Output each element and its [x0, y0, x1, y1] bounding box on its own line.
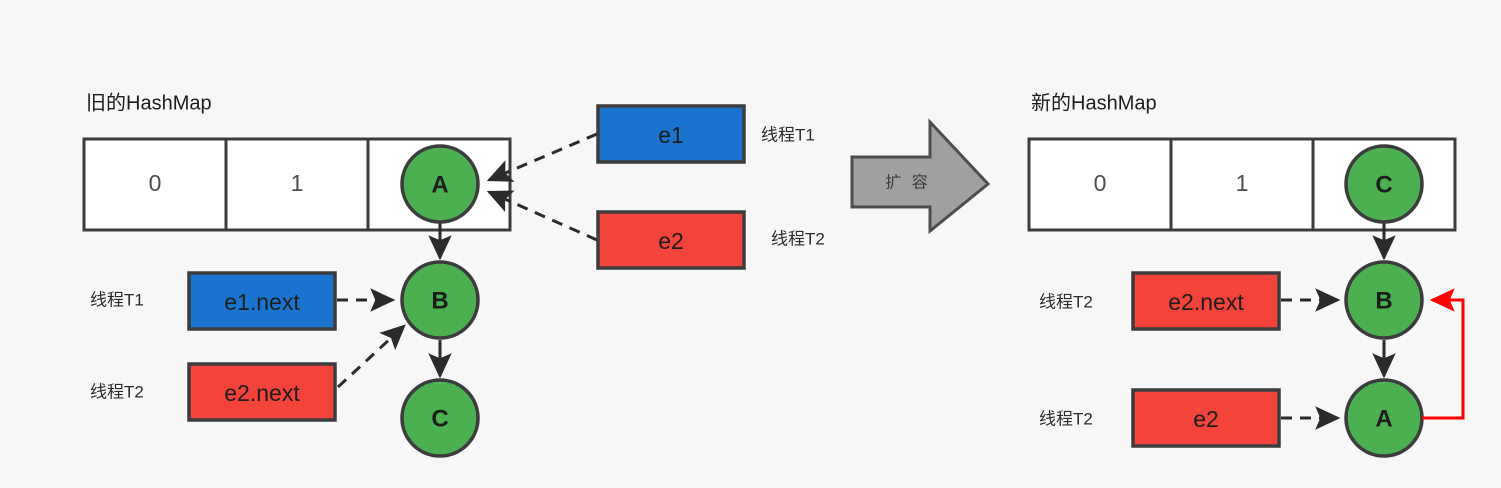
right-bucket-cell-0[interactable] [1027, 137, 1173, 232]
left-node-a-label: A [431, 172, 448, 199]
left-entry-e2[interactable]: e2 [596, 210, 746, 270]
left-node-c[interactable]: C [400, 378, 480, 458]
left-entry-e1-label: e1 [658, 122, 684, 148]
right-entry-e2next[interactable]: e2.next [1131, 271, 1281, 331]
right-entry-e2-label: e2 [1193, 406, 1219, 432]
left-entry-e1next-thread: 线程T1 [90, 291, 144, 310]
right-node-b[interactable]: B [1344, 260, 1424, 340]
left-entry-e1next-label: e1.next [224, 289, 300, 315]
right-node-c-label: C [1375, 172, 1392, 199]
left-entry-e2-thread: 线程T2 [771, 230, 825, 249]
left-node-a[interactable]: A [400, 144, 480, 224]
left-node-c-label: C [431, 406, 448, 433]
left-entry-e1-thread: 线程T1 [761, 126, 815, 145]
right-node-a[interactable]: A [1344, 378, 1424, 458]
right-bucket-cell-1[interactable] [1169, 137, 1315, 232]
right-node-b-label: B [1375, 288, 1392, 315]
right-bucket-label-1: 1 [1236, 170, 1249, 196]
right-entry-e2-thread: 线程T2 [1039, 410, 1093, 429]
left-entry-e1[interactable]: e1 [596, 104, 746, 164]
left-entry-e2-label: e2 [658, 228, 684, 254]
right-entry-e2next-thread: 线程T2 [1039, 293, 1093, 312]
left-bucket-cell-1[interactable] [224, 137, 370, 232]
left-entry-e2next[interactable]: e2.next [187, 362, 337, 422]
left-entry-e2next-label: e2.next [224, 380, 300, 406]
right-arrow-icon: 扩 容 [850, 118, 991, 235]
right-entry-e2next-label: e2.next [1168, 289, 1244, 315]
right-node-a-label: A [1375, 406, 1392, 433]
left-link-e1-to-a [486, 132, 598, 182]
left-map-title: 旧的HashMap [86, 91, 212, 114]
left-node-b-label: B [431, 288, 448, 315]
left-entry-e1next[interactable]: e1.next [187, 271, 337, 331]
left-node-b[interactable]: B [400, 260, 480, 340]
left-bucket-label-1: 1 [291, 170, 304, 196]
left-bucket-label-0: 0 [149, 170, 162, 196]
left-bucket-cell-0[interactable] [82, 137, 228, 232]
right-entry-e2[interactable]: e2 [1131, 388, 1281, 448]
left-entry-e2next-thread: 线程T2 [90, 383, 144, 402]
right-bucket-label-0: 0 [1094, 170, 1107, 196]
transition-label: 扩 容 [885, 174, 930, 192]
right-map-title: 新的HashMap [1031, 91, 1157, 114]
left-link-e2-to-a [486, 190, 598, 242]
left-link-e2next-to-b [336, 324, 406, 389]
right-node-c[interactable]: C [1344, 144, 1424, 224]
right-link-a-to-b-loop [1422, 288, 1465, 420]
